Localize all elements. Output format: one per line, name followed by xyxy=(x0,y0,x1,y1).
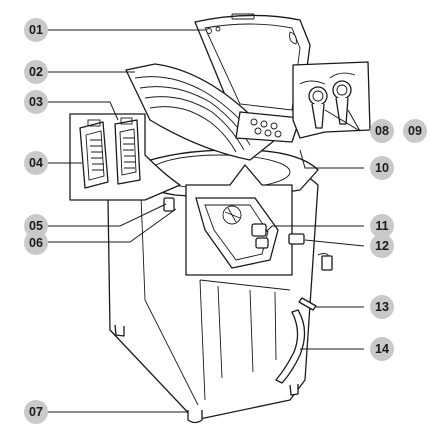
leader-lines xyxy=(48,29,365,413)
callout-14: 14 xyxy=(370,337,394,361)
water-inlet-inset xyxy=(292,61,371,139)
svg-text:13: 13 xyxy=(375,300,389,314)
callout-13: 13 xyxy=(370,295,394,319)
callout-09: 09 xyxy=(403,119,427,143)
control-panel xyxy=(235,111,301,143)
lid xyxy=(194,13,311,121)
callout-12: 12 xyxy=(370,234,394,258)
svg-text:06: 06 xyxy=(29,236,43,250)
svg-text:02: 02 xyxy=(29,65,43,79)
callout-04: 04 xyxy=(24,151,48,175)
callout-02: 02 xyxy=(24,60,48,84)
callout-10: 10 xyxy=(370,156,394,180)
svg-text:08: 08 xyxy=(375,124,389,138)
callout-06: 06 xyxy=(24,231,48,255)
svg-text:07: 07 xyxy=(29,405,43,419)
svg-text:11: 11 xyxy=(375,219,388,233)
svg-text:05: 05 xyxy=(29,219,43,233)
svg-text:12: 12 xyxy=(375,239,389,253)
svg-text:03: 03 xyxy=(29,95,43,109)
callout-08: 08 xyxy=(370,119,394,143)
callout-11: 11 xyxy=(370,214,394,238)
callout-01: 01 xyxy=(24,18,48,42)
callout-07: 07 xyxy=(24,400,48,424)
svg-text:01: 01 xyxy=(29,23,43,37)
detergent-drawer-inset xyxy=(185,164,293,276)
svg-text:04: 04 xyxy=(29,156,43,170)
body-details xyxy=(163,197,333,384)
lint-filter-inset xyxy=(69,113,181,201)
svg-text:09: 09 xyxy=(408,124,422,138)
svg-text:10: 10 xyxy=(375,161,389,175)
callout-05: 05 xyxy=(24,214,48,238)
callout-03: 03 xyxy=(24,90,48,114)
drain-cap xyxy=(288,233,305,245)
svg-text:14: 14 xyxy=(375,342,389,356)
